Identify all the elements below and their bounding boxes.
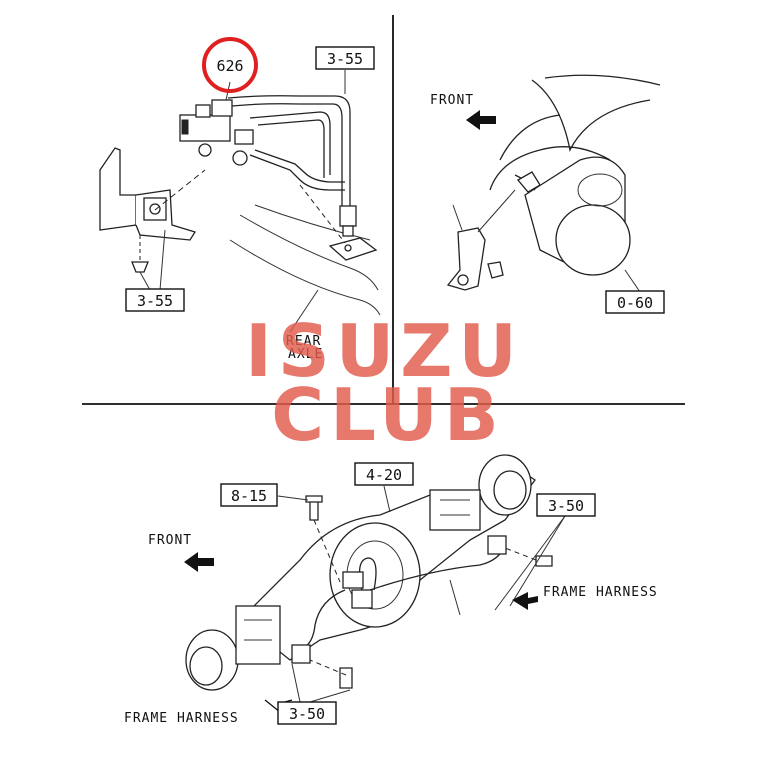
ref-box-3-55-top: 3-55 [315,46,375,70]
ref-3-55-top-label: 3-55 [327,50,363,68]
watermark: ISUZU CLUB [245,309,523,457]
watermark-line1: ISUZU [245,309,523,393]
ref-box-4-20: 4-20 [354,462,414,486]
ref-3-50-right-label: 3-50 [548,497,584,515]
rear-axle-label: REAR AXLE [286,334,323,362]
front-label-top: FRONT [430,93,474,108]
frame-harness-left-label: FRAME HARNESS [124,711,239,726]
callout-626: 626 [202,37,258,93]
frame-harness-right-label: FRAME HARNESS [543,585,658,600]
front-indicator-top: FRONT [430,93,496,130]
ref-8-15-label: 8-15 [231,487,267,505]
ref-4-20-label: 4-20 [366,466,402,484]
ref-box-3-55-bottom: 3-55 [125,288,185,312]
front-indicator-bottom: FRONT [148,533,214,572]
rear-axle-line1: REAR [286,334,321,349]
ref-box-3-50-bottom: 3-50 [277,701,337,725]
front-arrow-icon [466,110,496,130]
rear-axle-line2: AXLE [288,347,323,362]
ref-3-50-bottom-label: 3-50 [289,705,325,723]
top-right-panel [446,74,661,293]
callout-626-label: 626 [216,57,243,75]
panel-dividers [82,15,685,405]
bottom-panel [185,454,566,714]
ref-3-55-bottom-label: 3-55 [137,292,173,310]
arrow-icon [512,592,538,610]
ref-box-3-50-right: 3-50 [536,493,596,517]
ref-box-8-15: 8-15 [220,483,278,507]
front-arrow-icon [184,552,214,572]
ref-0-60-label: 0-60 [617,294,653,312]
front-label-bottom: FRONT [148,533,192,548]
watermark-line2: CLUB [271,373,505,457]
top-left-panel [99,70,381,333]
ref-box-0-60: 0-60 [605,290,665,314]
